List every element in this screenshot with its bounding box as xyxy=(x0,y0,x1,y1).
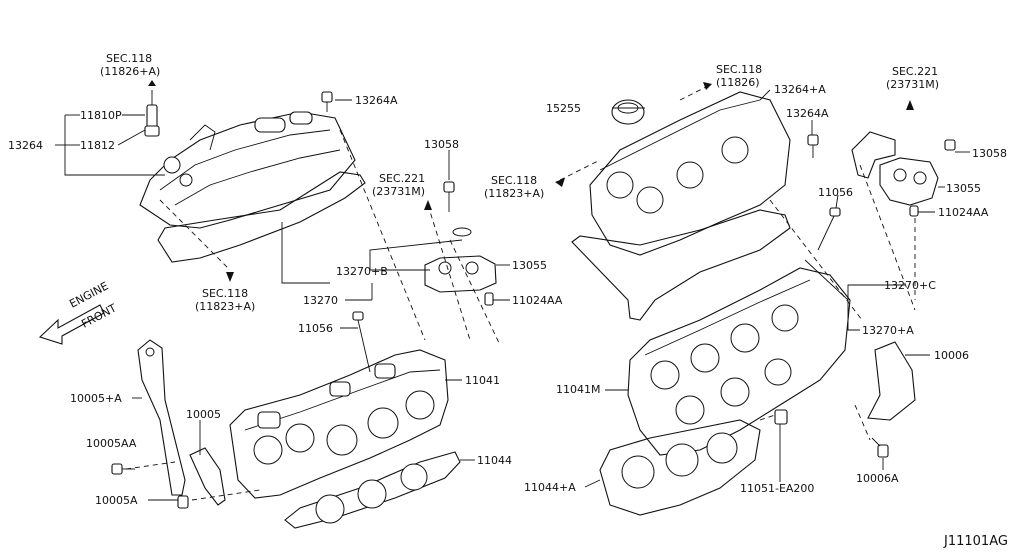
label-11041m: 11041M xyxy=(556,383,600,396)
right-rocker-gasket xyxy=(571,209,791,321)
label-sec118-11826a-l1: SEC.118 xyxy=(106,52,152,65)
label-sec118-11823a-left-l1: SEC.118 xyxy=(202,287,248,300)
label-13270b: 13270+B xyxy=(336,265,388,278)
label-13264a-right: 13264A xyxy=(786,107,829,120)
bracket-10005 xyxy=(189,447,226,506)
arrow-sec221-mid xyxy=(424,200,432,210)
label-13270a: 13270+A xyxy=(862,324,914,337)
dashed-assembly-lines xyxy=(125,83,916,501)
label-13055-mid: 13055 xyxy=(512,259,547,272)
left-rocker-cover xyxy=(139,111,356,229)
left-head-gasket-11044 xyxy=(284,451,461,529)
seal-ring-mid xyxy=(452,227,472,237)
label-11041: 11041 xyxy=(465,374,500,387)
left-cylinder-head-11041 xyxy=(229,349,449,499)
label-11812: 11812 xyxy=(80,139,115,152)
right-head-gasket-11044a xyxy=(599,419,761,516)
bolt-13264a-left xyxy=(321,91,333,112)
plug-11051-ea200 xyxy=(774,409,788,425)
right-rocker-cover xyxy=(589,91,791,256)
bolt-13264a-right xyxy=(807,134,819,158)
label-13264a-plus: 13264+A xyxy=(774,83,826,96)
label-13058-right: 13058 xyxy=(972,147,1007,160)
label-11810p: 11810P xyxy=(80,109,122,122)
sensor-11812 xyxy=(144,80,160,137)
leader-lines xyxy=(55,89,970,501)
label-sec118-11823a-left-l2: (11823+A) xyxy=(195,300,255,313)
label-13264a-left: 13264A xyxy=(355,94,398,107)
arrow-sec118-11826 xyxy=(703,82,712,90)
label-10005a-plus: 10005+A xyxy=(70,392,122,405)
bolt-10005a xyxy=(177,495,189,509)
label-sec221-right-l2: (23731M) xyxy=(886,78,939,91)
label-10005a: 10005A xyxy=(95,494,138,507)
label-13270c: 13270+C xyxy=(884,279,936,292)
label-11051-ea200: 11051-EA200 xyxy=(740,482,814,495)
right-vvt-solenoid-13055 xyxy=(879,157,939,217)
label-13264: 13264 xyxy=(8,139,43,152)
label-sec118-11826-l2: (11826) xyxy=(716,76,760,89)
label-sec221-mid-l2: (23731M) xyxy=(372,185,425,198)
bolt-10005aa xyxy=(111,463,135,475)
label-sec221-mid-l1: SEC.221 xyxy=(379,172,425,185)
label-13055-right: 13055 xyxy=(946,182,981,195)
arrow-sec221-right xyxy=(906,100,914,110)
label-sec118-11826-l1: SEC.118 xyxy=(716,63,762,76)
bracket-10005a-plus xyxy=(137,339,186,496)
label-11044a: 11044+A xyxy=(524,481,576,494)
bolt-11056-right xyxy=(817,207,841,251)
label-10005aa: 10005AA xyxy=(86,437,137,450)
label-10006: 10006 xyxy=(934,349,969,362)
label-11056-left: 11056 xyxy=(298,322,333,335)
figure-code: J11101AG xyxy=(943,534,1008,549)
label-11024aa-right: 11024AA xyxy=(938,206,989,219)
arrow-sec118-right xyxy=(555,178,565,187)
engine-front-arrow xyxy=(38,304,105,345)
label-11056-right: 11056 xyxy=(818,186,853,199)
right-cylinder-head-11041m xyxy=(627,267,851,456)
label-sec118-11826a-l2: (11826+A) xyxy=(100,65,160,78)
bolt-10006a xyxy=(871,437,889,458)
label-10006a: 10006A xyxy=(856,472,899,485)
label-13058-mid: 13058 xyxy=(424,138,459,151)
left-vvt-solenoid-13055 xyxy=(424,255,497,306)
label-11024aa-mid: 11024AA xyxy=(512,294,563,307)
label-sec221-right-l1: SEC.221 xyxy=(892,65,938,78)
bolt-11056-left xyxy=(352,311,371,373)
bolt-13058-right xyxy=(944,139,956,151)
label-10005: 10005 xyxy=(186,408,221,421)
arrow-sec118-left xyxy=(226,272,234,282)
label-sec118-11823a-right-l2: (11823+A) xyxy=(484,187,544,200)
oil-cap-15255 xyxy=(611,99,645,125)
left-rocker-gasket xyxy=(157,171,366,263)
right-vvt-gasket xyxy=(851,131,896,179)
bolt-13058-mid xyxy=(443,181,455,212)
heat-shield-10006 xyxy=(867,341,916,421)
label-13270: 13270 xyxy=(303,294,338,307)
label-15255: 15255 xyxy=(546,102,581,115)
label-11044: 11044 xyxy=(477,454,512,467)
label-sec118-11823a-right-l1: SEC.118 xyxy=(491,174,537,187)
